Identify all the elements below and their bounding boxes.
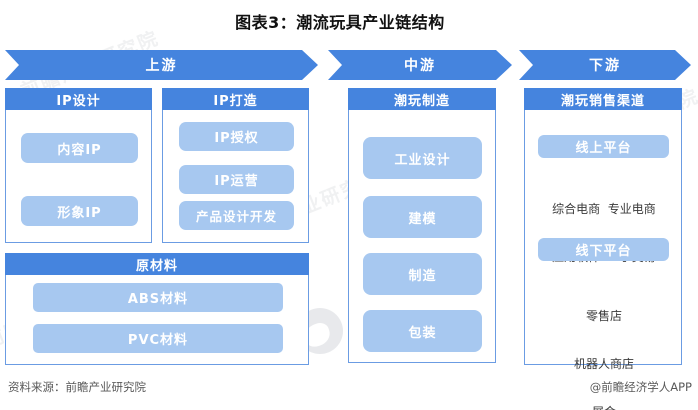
panel-sales-channels-header: 潮玩销售渠道 <box>524 88 682 110</box>
panel-raw-materials: 原材料 ABS材料 PVC材料 <box>5 253 309 365</box>
figure-title: 图表3：潮流玩具产业链结构 <box>235 13 445 32</box>
offline-channel-line-3: 展会 <box>525 404 683 410</box>
panel-raw-materials-header: 原材料 <box>5 253 309 275</box>
credit-note: @前瞻经济学人APP <box>589 380 692 394</box>
chip-industrial-design: 工业设计 <box>363 137 482 179</box>
chip-ip-operation: IP运营 <box>179 165 294 194</box>
stage-label-midstream: 中游 <box>404 58 436 74</box>
offline-channel-line-2: 机器人商店 <box>573 357 634 371</box>
panel-ip-building: IP打造 IP授权 IP运营 产品设计开发 <box>162 88 309 243</box>
panel-sales-channels: 潮玩销售渠道 线上平台 综合电商 专业电商 应用软件 二手交易 线下平台 零售店… <box>524 88 682 410</box>
chip-content-ip: 内容IP <box>21 133 138 163</box>
chip-offline-platform: 线下平台 <box>538 238 669 261</box>
source-note: 资料来源：前瞻产业研究院 <box>8 380 146 394</box>
panel-toy-manufacturing: 潮玩制造 工业设计 建模 制造 包装 <box>348 88 496 363</box>
stage-label-upstream: 上游 <box>145 58 178 74</box>
chip-ip-licensing: IP授权 <box>179 122 294 151</box>
stage-label-downstream: 下游 <box>589 58 621 74</box>
panel-ip-building-header: IP打造 <box>162 88 309 110</box>
offline-channel-list: 零售店 机器人商店 展会 <box>525 276 683 410</box>
chip-product-design-dev: 产品设计开发 <box>179 201 294 230</box>
chip-online-platform: 线上平台 <box>538 135 669 158</box>
panel-ip-design: IP设计 内容IP 形象IP <box>5 88 152 243</box>
chip-image-ip: 形象IP <box>21 196 138 226</box>
chip-abs-material: ABS材料 <box>33 283 283 312</box>
chip-pvc-material: PVC材料 <box>33 324 283 353</box>
stage-banner-midstream: 中游 <box>328 50 512 80</box>
chip-packaging: 包装 <box>363 310 482 352</box>
stage-banner-upstream: 上游 <box>5 50 318 80</box>
panel-toy-manufacturing-header: 潮玩制造 <box>348 88 496 110</box>
offline-channel-line-1: 零售店 <box>585 309 622 323</box>
chip-modeling: 建模 <box>363 196 482 238</box>
panel-ip-design-header: IP设计 <box>5 88 152 110</box>
stage-banner-downstream: 下游 <box>519 50 691 80</box>
chip-manufacture: 制造 <box>363 253 482 295</box>
online-channel-line-1: 综合电商 专业电商 <box>552 202 656 216</box>
